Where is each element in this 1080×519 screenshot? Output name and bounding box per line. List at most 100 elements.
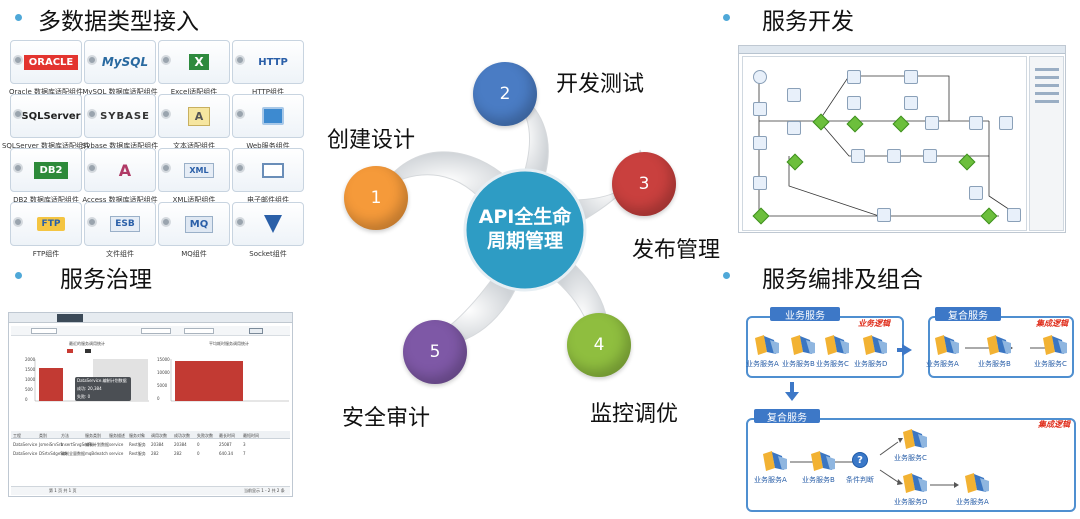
chart2-ytick: 10000 bbox=[157, 370, 170, 375]
table-cell: 0 bbox=[197, 451, 200, 456]
chart2-title: 平均耗时服务调用统计 bbox=[209, 341, 249, 347]
access-icon: A bbox=[119, 161, 131, 180]
table-header-cell[interactable]: 工程 bbox=[13, 433, 21, 439]
table-cell: mqBdeatch bbox=[85, 451, 108, 456]
pager-text[interactable]: 第 1 页 共 1 页 bbox=[49, 488, 76, 494]
connector-tile[interactable] bbox=[232, 94, 304, 138]
table-cell: 25087 bbox=[219, 442, 232, 447]
workflow-node bbox=[753, 102, 767, 116]
table-header-cell[interactable]: 服务对象 bbox=[129, 433, 145, 439]
connector-tile[interactable] bbox=[232, 148, 304, 192]
service-node-label: 业务服务D bbox=[894, 497, 927, 507]
connector-tile[interactable]: DB2 bbox=[10, 148, 82, 192]
connector-tile[interactable]: A bbox=[84, 148, 156, 192]
palette-item[interactable] bbox=[1035, 68, 1059, 71]
section-title-orchestration: 服务编排及组合 bbox=[762, 260, 923, 294]
connector-label: Socket组件 bbox=[223, 249, 313, 259]
gear-icon bbox=[235, 163, 245, 173]
table-cell: DataService bbox=[13, 451, 37, 456]
chart2-bar bbox=[175, 361, 243, 401]
excel-icon: X bbox=[189, 54, 208, 70]
service-node-icon[interactable] bbox=[788, 334, 818, 356]
section-title-service-dev: 服务开发 bbox=[762, 2, 854, 36]
filter-date-start[interactable] bbox=[141, 328, 171, 334]
gear-icon bbox=[161, 109, 171, 119]
service-node-icon[interactable] bbox=[808, 450, 838, 472]
service-node-icon[interactable] bbox=[962, 472, 992, 494]
service-node-icon[interactable] bbox=[822, 334, 852, 356]
gear-icon bbox=[161, 55, 171, 65]
connector-tile[interactable]: X bbox=[158, 40, 230, 84]
table-header-cell[interactable]: 最长时间 bbox=[219, 433, 235, 439]
tooltip-line2: 成功: 20,384 bbox=[77, 386, 129, 392]
connector-tile[interactable]: SYBASE bbox=[84, 94, 156, 138]
stage-1-circle[interactable]: 1 bbox=[344, 166, 408, 230]
workflow-node bbox=[969, 116, 983, 130]
workflow-designer-window bbox=[738, 45, 1066, 233]
stage-2-circle[interactable]: 2 bbox=[473, 62, 537, 126]
service-node-icon[interactable] bbox=[932, 334, 962, 356]
palette-item[interactable] bbox=[1035, 92, 1059, 95]
chart1-bar bbox=[39, 368, 63, 401]
stage-4-circle[interactable]: 4 bbox=[567, 313, 631, 377]
table-header-cell[interactable]: 服务类别 bbox=[85, 433, 101, 439]
tooltip-line3: 失败: 0 bbox=[77, 394, 129, 400]
connector-tile[interactable]: XML bbox=[158, 148, 230, 192]
palette-item[interactable] bbox=[1035, 100, 1059, 103]
gear-icon bbox=[161, 163, 171, 173]
table-header-cell[interactable]: 服务描述 bbox=[109, 433, 125, 439]
service-node-icon[interactable] bbox=[860, 334, 890, 356]
service-node-label: 业务服务C bbox=[1034, 359, 1067, 369]
filter-select[interactable] bbox=[31, 328, 57, 334]
stage-3-circle[interactable]: 3 bbox=[612, 152, 676, 216]
connector-tile[interactable]: A bbox=[158, 94, 230, 138]
gear-icon bbox=[235, 217, 245, 227]
governance-dashboard-window: 最近的服务调用统计 平均耗时服务调用统计 2000150010005000 15… bbox=[8, 312, 293, 497]
table-header-cell[interactable]: 类别 bbox=[39, 433, 47, 439]
workflow-node bbox=[851, 149, 865, 163]
gear-icon bbox=[87, 55, 97, 65]
workflow-node bbox=[1007, 208, 1021, 222]
stage-2-label: 开发测试 bbox=[556, 66, 644, 98]
connector-tile[interactable]: MQ bbox=[158, 202, 230, 246]
connector-tile[interactable]: SQLServer bbox=[10, 94, 82, 138]
stage-5-circle[interactable]: 5 bbox=[403, 320, 467, 384]
palette-item[interactable] bbox=[1035, 76, 1059, 79]
service-node-icon[interactable] bbox=[1040, 334, 1070, 356]
table-cell: 20384 bbox=[174, 442, 187, 447]
chart1-ytick: 0 bbox=[25, 397, 28, 402]
tab-active[interactable] bbox=[57, 314, 83, 322]
table-cell: Rest服务 bbox=[129, 442, 146, 448]
connector-tile[interactable]: MySQL bbox=[84, 40, 156, 84]
service-node-icon[interactable] bbox=[760, 450, 790, 472]
email-icon bbox=[262, 163, 284, 178]
service-node-label: 业务服务A bbox=[926, 359, 959, 369]
connector-tile[interactable]: FTP bbox=[10, 202, 82, 246]
table-cell: service bbox=[109, 442, 123, 447]
filter-query-button[interactable] bbox=[249, 328, 263, 334]
connector-tile[interactable]: ORACLE bbox=[10, 40, 82, 84]
table-header-cell[interactable]: 成功次数 bbox=[174, 433, 190, 439]
gear-icon bbox=[13, 217, 23, 227]
table-header-cell[interactable]: 方法 bbox=[61, 433, 69, 439]
service-node-icon[interactable] bbox=[900, 472, 930, 494]
workflow-node bbox=[787, 121, 801, 135]
connector-tile[interactable] bbox=[232, 202, 304, 246]
sybase-logo-icon: SYBASE bbox=[100, 111, 150, 122]
service-node-label: 业务服务C bbox=[816, 359, 849, 369]
table-header-cell[interactable]: 最短时间 bbox=[243, 433, 259, 439]
status-text: 当前显示 1 - 2 共 2 条 bbox=[244, 488, 285, 494]
table-header-cell[interactable]: 调用次数 bbox=[151, 433, 167, 439]
workflow-node bbox=[787, 88, 801, 102]
sqlserver-logo-icon: SQLServer bbox=[21, 111, 80, 122]
connector-tile[interactable]: ESB bbox=[84, 202, 156, 246]
filter-date-end[interactable] bbox=[184, 328, 214, 334]
service-node-icon[interactable] bbox=[900, 428, 930, 450]
table-cell: DataService bbox=[13, 442, 37, 447]
table-header-cell[interactable]: 失败次数 bbox=[197, 433, 213, 439]
table-cell: service bbox=[109, 451, 123, 456]
service-node-icon[interactable] bbox=[984, 334, 1014, 356]
connector-tile[interactable]: HTTP bbox=[232, 40, 304, 84]
palette-item[interactable] bbox=[1035, 84, 1059, 87]
service-node-icon[interactable] bbox=[752, 334, 782, 356]
